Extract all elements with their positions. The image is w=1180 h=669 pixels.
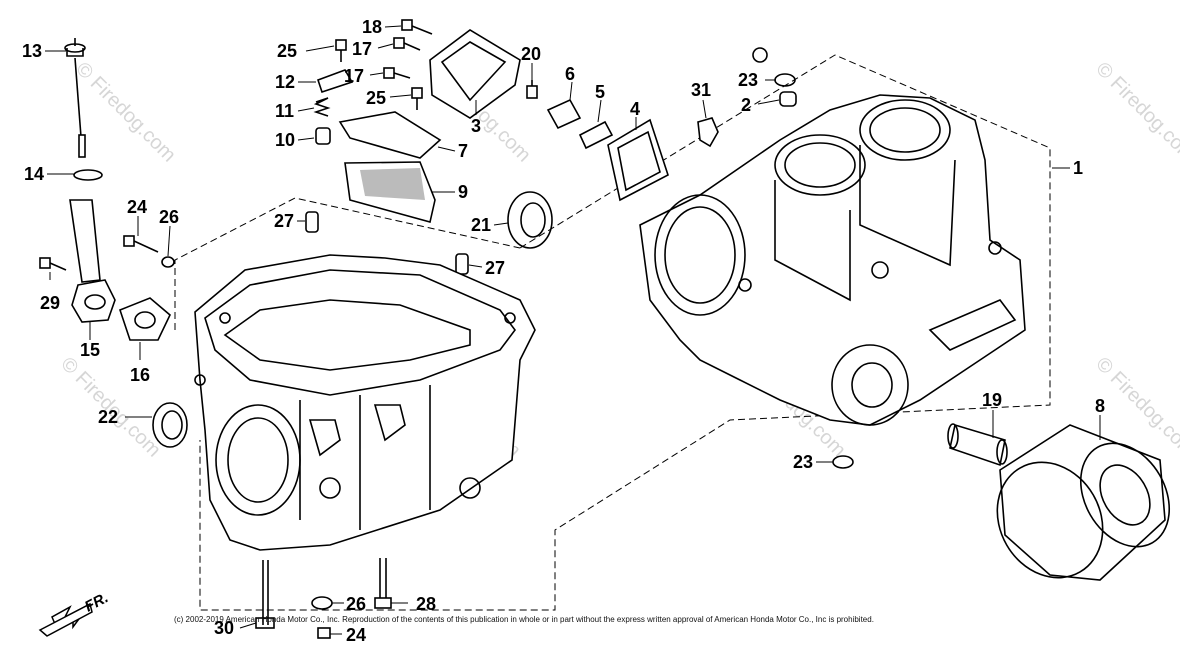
washer-23 [774, 73, 796, 87]
part-31 [697, 117, 719, 148]
callout-24: 24 [127, 197, 147, 217]
callout-24: 24 [346, 625, 366, 645]
oil-filter [996, 424, 1171, 581]
front-direction-arrow: FR. [38, 589, 111, 637]
upper-frame [199, 54, 1051, 611]
reed-valve [607, 118, 669, 202]
watermark: © Firedog.com [71, 58, 180, 167]
bolt-28 [374, 558, 392, 609]
callout-6: 6 [565, 64, 575, 84]
watermark: © Firedog.com [1091, 58, 1180, 167]
callout-22: 22 [98, 407, 118, 427]
dipstick-o-ring [73, 169, 103, 181]
callout-9: 9 [458, 182, 468, 202]
bolt-29 [39, 257, 67, 271]
callout-27: 27 [274, 211, 294, 231]
callout-12: 12 [275, 72, 295, 92]
callout-31: 31 [691, 80, 711, 100]
oil-filler-tube [69, 199, 116, 323]
callout-18: 18 [362, 17, 382, 37]
o-ring [752, 47, 768, 63]
callout-28: 28 [416, 594, 436, 614]
callout-17: 17 [352, 39, 372, 59]
bolt-24-washer-26 [123, 235, 175, 268]
spring-11 [313, 97, 331, 117]
callout-26: 26 [346, 594, 366, 614]
bolt-24 [317, 627, 331, 639]
bolt-18 [401, 19, 413, 31]
callout-7: 7 [458, 141, 468, 161]
callout-17: 17 [344, 66, 364, 86]
bracket-6 [546, 98, 582, 130]
callout-1: 1 [1073, 158, 1083, 178]
dowel-pin-27 [305, 211, 319, 233]
breather-cover [429, 29, 521, 119]
callout-4: 4 [630, 99, 640, 119]
callout-19: 19 [982, 390, 1002, 410]
cylinder-block [639, 94, 1026, 426]
callout-25: 25 [277, 41, 297, 61]
callout-21: 21 [471, 215, 491, 235]
dowel-pin-27 [455, 253, 469, 275]
callout-10: 10 [275, 130, 295, 150]
bolt-20 [526, 85, 538, 99]
lower-crankcase [194, 254, 536, 551]
callout-29: 29 [40, 293, 60, 313]
leader-lines [45, 25, 1101, 635]
plate-12 [316, 69, 354, 94]
callout-8: 8 [1095, 396, 1105, 416]
callout-5: 5 [595, 82, 605, 102]
oil-seal-21 [507, 191, 553, 249]
filler-gasket [119, 297, 171, 341]
group-frames [174, 54, 1051, 611]
bolt-17 [393, 37, 405, 49]
plug-2 [779, 91, 797, 107]
copyright-notice: (c) 2002-2019 American Honda Motor Co., … [174, 615, 874, 624]
callout-3: 3 [471, 116, 481, 136]
callouts: 13 14 29 15 24 26 16 22 25 12 11 10 18 1… [22, 17, 1105, 645]
callout-15: 15 [80, 340, 100, 360]
callout-26: 26 [159, 207, 179, 227]
oil-filter-nipple [947, 423, 1008, 467]
callout-20: 20 [521, 44, 541, 64]
callout-11: 11 [275, 101, 294, 121]
callout-14: 14 [24, 164, 44, 184]
washer-26 [311, 596, 333, 610]
breather-filter [344, 161, 436, 223]
callout-16: 16 [130, 365, 150, 385]
cap-10 [315, 127, 331, 145]
part-drawings [39, 19, 1171, 639]
breather-plate [338, 111, 442, 159]
lower-left-frame [174, 197, 521, 330]
callout-2: 2 [741, 95, 751, 115]
callout-13: 13 [22, 41, 42, 61]
bolt-17 [383, 67, 395, 79]
callout-27: 27 [485, 258, 505, 278]
callout-25: 25 [366, 88, 386, 108]
callout-30: 30 [214, 618, 234, 638]
bracket-5 [578, 120, 614, 150]
oil-seal-22 [152, 402, 188, 448]
bolt-25 [411, 87, 423, 99]
dipstick [64, 38, 86, 158]
bolt-25 [335, 39, 347, 51]
callout-23: 23 [793, 452, 813, 472]
washer-23 [832, 455, 854, 469]
callout-23: 23 [738, 70, 758, 90]
